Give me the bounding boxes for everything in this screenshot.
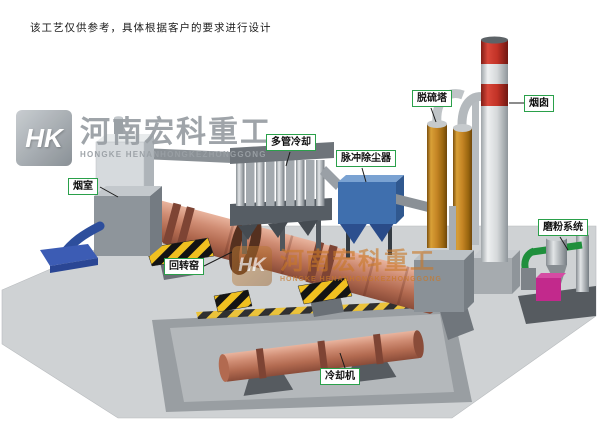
pulse-dust-collector-unit [338, 175, 428, 258]
label-smoke-chamber: 烟室 [68, 178, 98, 195]
label-rotary-kiln: 回转窑 [164, 258, 204, 275]
grinding-system-unit [518, 231, 596, 324]
smoke-chamber-unit [40, 116, 232, 273]
disclaimer-text: 该工艺仅供参考，具体根据客户的要求进行设计 [30, 22, 272, 34]
label-cooler: 冷却机 [320, 368, 360, 385]
label-pulse-dust-collector: 脉冲除尘器 [336, 150, 396, 167]
label-leader-lines [99, 102, 569, 369]
kiln-hood-unit [414, 206, 474, 340]
label-grinding-system: 磨粉系统 [538, 219, 588, 236]
label-desulfurization-tower: 脱硫塔 [412, 90, 452, 107]
label-chimney: 烟囱 [524, 95, 554, 112]
chimney-stack [472, 36, 520, 294]
label-multi-tube-cooler: 多管冷却 [266, 134, 316, 151]
